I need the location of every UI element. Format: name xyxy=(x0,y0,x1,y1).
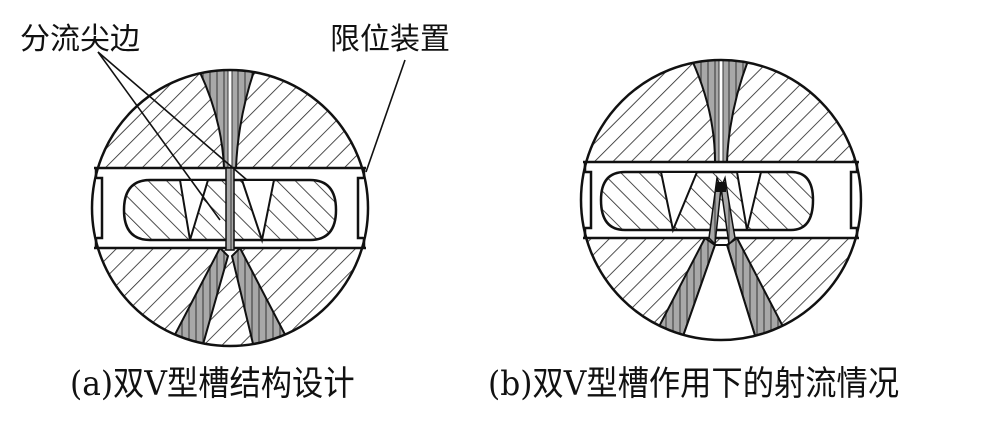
leader-lines xyxy=(97,51,406,221)
v-groove xyxy=(659,171,763,234)
left-outlet-channel xyxy=(166,246,230,346)
figure-b-jet-behavior xyxy=(579,58,863,342)
figure-a-double-v-groove xyxy=(90,68,370,348)
limit-device-notch xyxy=(94,168,366,248)
right-outlet-channel xyxy=(230,246,294,346)
lower-block xyxy=(92,248,368,346)
label-splitter-edge: 分流尖边 xyxy=(20,22,140,57)
v-groove xyxy=(178,179,276,244)
caption-a: (a)双V型槽结构设计 xyxy=(70,364,355,404)
double-v-groove-body xyxy=(599,170,815,232)
label-limit-device: 限位装置 xyxy=(330,22,450,57)
left-deflected-jet xyxy=(649,236,717,340)
caption-b: (b)双V型槽作用下的射流情况 xyxy=(488,364,900,404)
